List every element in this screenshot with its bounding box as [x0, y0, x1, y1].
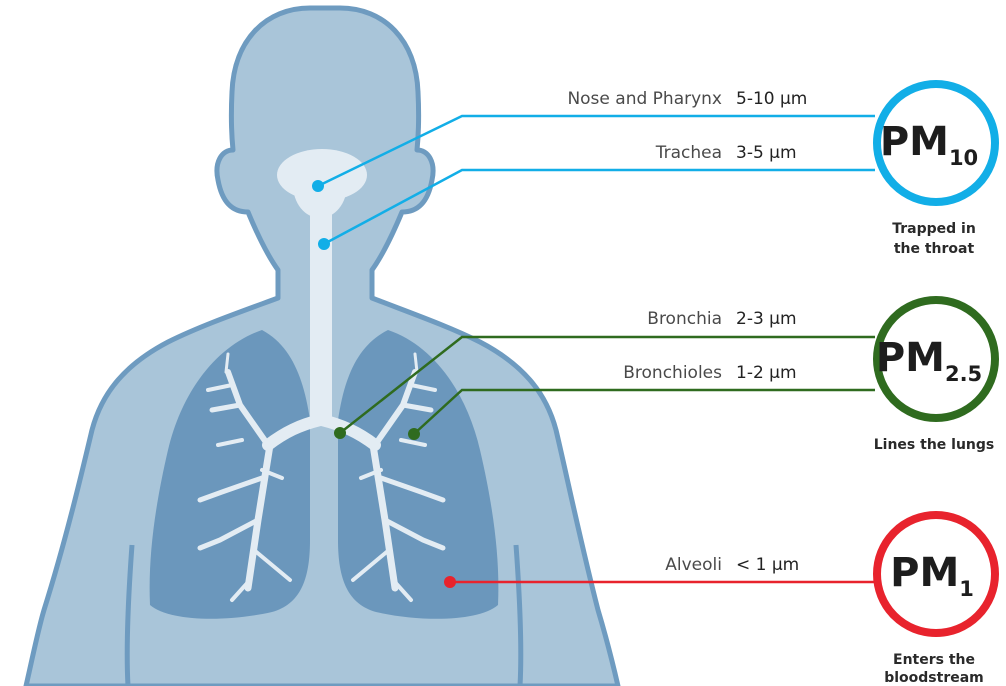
pm10-caption-2: the throat	[894, 241, 975, 257]
pm25-caption-1: Lines the lungs	[874, 437, 995, 453]
label-alveoli: Alveoli	[665, 555, 722, 575]
dot-nose	[312, 180, 324, 192]
dot-bronchia	[334, 427, 346, 439]
trachea-tube	[310, 205, 332, 425]
pm1-caption-1: Enters the	[893, 652, 975, 668]
label-nose: Nose and Pharynx	[567, 89, 722, 109]
dot-bronchioles	[408, 428, 420, 440]
size-alveoli: < 1 µm	[736, 555, 799, 575]
size-nose: 5-10 µm	[736, 89, 807, 109]
size-bronchioles: 1-2 µm	[736, 363, 797, 383]
size-trachea: 3-5 µm	[736, 143, 797, 163]
pm10-badge: PM10 Trapped in the throat	[877, 84, 995, 257]
dot-alveoli	[444, 576, 456, 588]
label-bronchia: Bronchia	[647, 309, 722, 329]
pm25-badge: PM2.5 Lines the lungs	[874, 300, 995, 453]
dot-trachea	[318, 238, 330, 250]
label-trachea: Trachea	[655, 143, 722, 163]
label-bronchioles: Bronchioles	[623, 363, 722, 383]
pm10-caption-1: Trapped in	[892, 221, 976, 237]
size-bronchia: 2-3 µm	[736, 309, 797, 329]
pm1-caption-2: bloodstream	[884, 670, 984, 686]
pm1-badge: PM1 Enters the bloodstream	[877, 515, 995, 686]
